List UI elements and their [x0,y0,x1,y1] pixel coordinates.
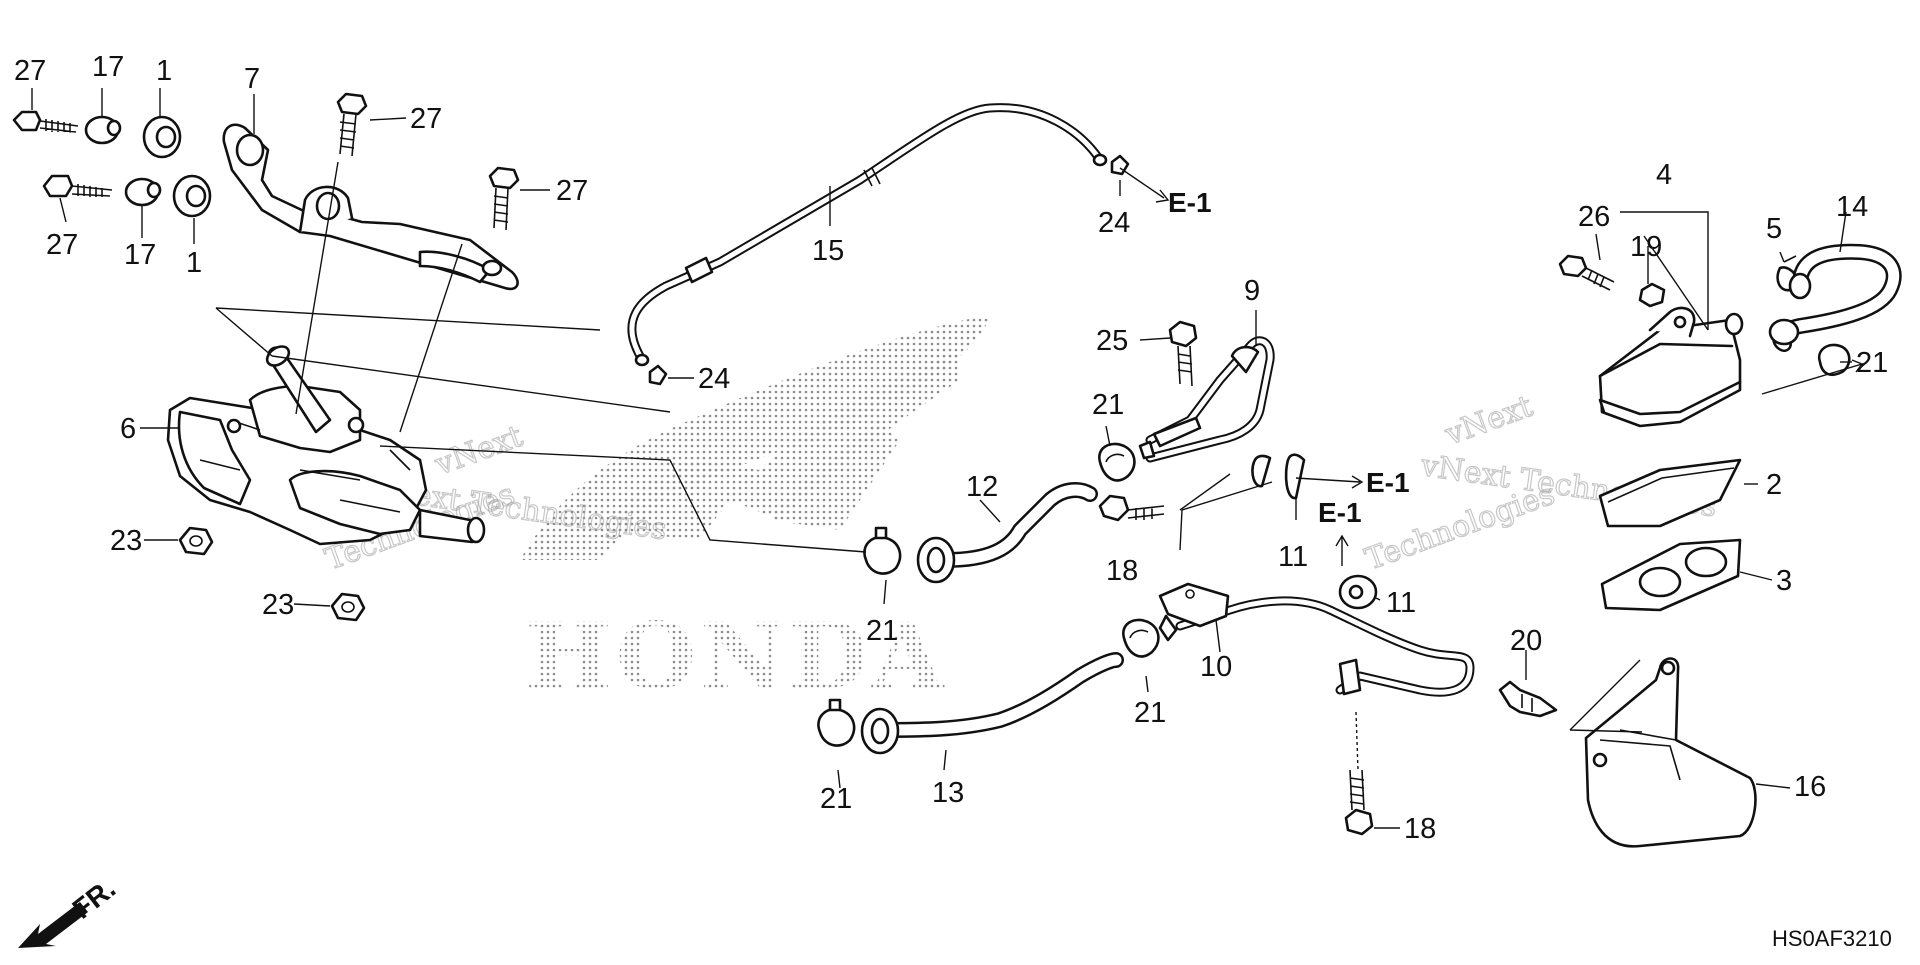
gasket-3 [1600,538,1742,612]
bolt-18-lower [1344,711,1374,836]
cover-16 [1584,657,1757,848]
callout-9: 9 [1244,275,1260,307]
bracket-7 [222,123,519,291]
callout-21: 21 [1134,697,1166,729]
hose-14 [1768,243,1902,352]
callout-17: 17 [92,51,124,83]
callout-7: 7 [244,63,260,95]
callout-23: 23 [110,525,142,557]
callout-21: 21 [1856,347,1888,379]
clamp-21-hose-12-right [1098,442,1136,482]
callout-2: 2 [1766,469,1782,501]
callout-1: 1 [186,247,202,279]
hose-13 [860,652,1124,755]
bolt-26 [1558,254,1615,291]
callout-17: 17 [124,239,156,271]
callout-27: 27 [46,229,78,261]
seal-11-lower [1338,574,1378,610]
ref-e1: E-1 [1318,497,1362,528]
valve-4 [1598,306,1744,428]
clamp-21-right [1817,343,1851,376]
nut-23-lower [330,592,366,622]
front-arrow-icon: FR. [18,873,121,948]
grommet-1-top [142,115,182,159]
clamp-21-hose-13-right [1122,618,1160,658]
callout-20: 20 [1510,625,1542,657]
clip-24-tube-right [1110,154,1130,176]
callout-10: 10 [1200,651,1232,683]
nut-23-upper [178,526,214,556]
bolt-18-upper [1098,494,1165,522]
clip-20 [1498,680,1558,718]
leader-lines [31,88,1864,829]
callout-19: 19 [1630,231,1662,263]
callout-27: 27 [410,103,442,135]
seal-11-upper-pair [1251,453,1306,500]
callout-12: 12 [966,471,998,503]
callout-6: 6 [120,413,136,445]
pipe-9 [1138,336,1275,463]
callout-5: 5 [1766,213,1782,245]
valve-assembly-6 [166,345,486,546]
callout-11: 11 [1278,541,1308,573]
honda-logo-text: HONDA [525,602,947,710]
callout-27: 27 [556,175,588,207]
ref-e1: E-1 [1366,467,1410,498]
callout-23: 23 [262,589,294,621]
callout-18: 18 [1404,813,1436,845]
callout-21: 21 [1092,389,1124,421]
callout-4: 4 [1656,159,1672,191]
bolt-27-bracket-top [336,92,368,157]
tube-15 [627,103,1108,367]
callout-numbers: 27 17 1 27 17 1 7 27 27 6 23 23 15 24 E-… [14,51,1888,845]
hose-12 [916,482,1098,584]
callout-11: 11 [1386,587,1416,619]
callout-13: 13 [932,777,964,809]
washer-19 [1638,282,1666,308]
callout-21: 21 [866,615,898,647]
callout-3: 3 [1776,565,1792,597]
honda-wing-logo: HONDA [520,315,990,710]
bolt-25 [1168,320,1198,387]
clamp-21-hose-12-left [863,526,902,575]
clamp-21-hose-13-left [817,698,856,747]
bolt-27-top-left [12,110,79,133]
drawing-code: HS0AF3210 [1772,926,1892,951]
grommet-1-lower [172,174,212,218]
collar-17-top [84,115,122,145]
callout-15: 15 [812,235,844,267]
callout-26: 26 [1578,201,1610,233]
callout-27: 27 [14,55,46,87]
collar-17-lower [124,177,162,207]
callout-18: 18 [1106,555,1138,587]
clip-24-tube-left [648,364,668,386]
bolt-27-bracket-right [488,166,520,231]
callout-24: 24 [698,363,730,395]
watermark-vnext-2: vNext [1440,389,1537,453]
callout-25: 25 [1096,325,1128,357]
callout-1: 1 [156,55,172,87]
cover-2 [1598,458,1742,528]
callout-14: 14 [1836,191,1868,223]
ref-e1: E-1 [1168,187,1212,218]
callout-16: 16 [1794,771,1826,803]
callout-24: 24 [1098,207,1130,239]
pipe-10 [1158,582,1475,697]
callout-21: 21 [820,783,852,815]
bolt-27-left-lower [42,174,113,198]
